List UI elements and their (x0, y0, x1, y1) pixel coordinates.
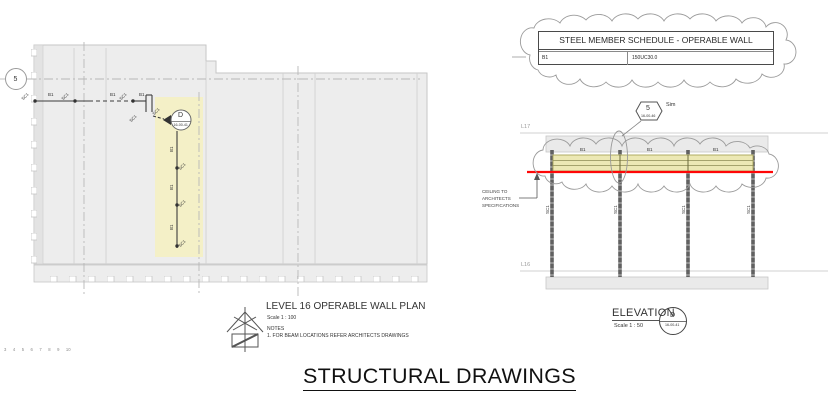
schedule-row: B1 150UC30.0 (539, 51, 773, 65)
steel-member-schedule-table: STEEL MEMBER SCHEDULE - OPERABLE WALL B1… (538, 31, 774, 65)
plan-scale: Scale 1 : 100 (267, 315, 297, 321)
beam-label: B1 (647, 147, 653, 152)
column-label: SC1 (746, 205, 751, 214)
section-hexagon (635, 101, 663, 121)
level-label-bottom: L16 (521, 262, 531, 268)
plan-beam-lines (35, 94, 178, 248)
plan-left-wall-notches (31, 49, 37, 275)
elevation-revision-cloud (532, 137, 779, 193)
beam-label: B1 (169, 224, 174, 230)
elevation-scale: Scale 1 : 50 (614, 323, 644, 329)
plan-grid-lines (0, 42, 420, 296)
ceiling-note-line: SPECIFICATIONS (482, 203, 520, 208)
schedule-member-section: 150UC30.0 (632, 55, 658, 61)
elevation-level-lines (520, 132, 828, 272)
beam-label: B1 (169, 184, 174, 190)
section-callout-sim: Sim (666, 102, 676, 108)
plan-callout-letter: D (178, 112, 184, 119)
schedule-column-divider (627, 52, 628, 65)
detail-boundary-loop (610, 130, 628, 184)
sheet-title: STRUCTURAL DRAWINGS (303, 364, 576, 391)
section-callout-number: 5 (646, 104, 650, 112)
column-label: SC1 (545, 205, 550, 214)
grid-number: 8 (48, 347, 51, 352)
grid-number: 3 (4, 347, 7, 352)
elevation-bottom-slab (545, 276, 769, 290)
grid-number: 10 (65, 347, 71, 352)
elevation-beam-band (552, 154, 754, 172)
plan-title: LEVEL 16 OPERABLE WALL PLAN (266, 301, 426, 312)
elevation-top-slab (545, 135, 769, 153)
north-house-symbol (226, 307, 264, 352)
plan-slab-outline (33, 44, 428, 265)
level-label-top: L17 (521, 124, 531, 130)
plan-elevation-callout (163, 109, 192, 131)
grid-number: 6 (30, 347, 33, 352)
beam-label: B1 (110, 92, 116, 97)
plan-notes-title: NOTES (267, 326, 285, 332)
ceiling-note-leader (519, 173, 540, 199)
beam-label: B1 (139, 92, 145, 97)
grid-number: 7 (39, 347, 42, 352)
elevation-title: ELEVATION (612, 307, 675, 319)
beam-label: B1 (169, 146, 174, 152)
elevation-view-letter: D (670, 312, 676, 319)
column-label: SC1 (681, 205, 686, 214)
elevation-columns (550, 150, 755, 277)
section-callout-sheet: 16-00-46 (641, 113, 656, 118)
grid-number: 5 (21, 347, 25, 352)
grid-bubble-circle (5, 68, 27, 90)
plan-wall-lines (73, 48, 418, 264)
schedule-member-mark: B1 (542, 55, 549, 61)
beam-label: B1 (713, 147, 719, 152)
column-label: SC1 (613, 205, 618, 214)
grid-number-strip: 3 4 5 6 7 8 9 10 (4, 347, 71, 352)
ceiling-note-line: CEILING TO (482, 189, 508, 194)
grid-bubble-label: 5 (13, 75, 18, 83)
plan-callout-sheet: 16-00-41 (173, 122, 188, 127)
ceiling-note-line: ARCHITECTS (482, 196, 511, 201)
schedule-title: STEEL MEMBER SCHEDULE - OPERABLE WALL (539, 32, 773, 50)
plan-bottom-notches (50, 276, 420, 282)
plan-beam-nodes (33, 99, 179, 248)
section-callout-leader (621, 120, 642, 137)
schedule-revision-cloud (519, 13, 797, 88)
beam-label: B1 (48, 92, 54, 97)
grid-number: 4 (12, 347, 16, 352)
elevation-title-mark (612, 307, 687, 335)
beam-label: B1 (580, 147, 586, 152)
plan-note-1: 1. FOR BEAM LOCATIONS REFER ARCHITECTS D… (267, 333, 409, 339)
grid-number: 9 (57, 347, 60, 352)
elevation-view-sheet: 16-00-41 (665, 323, 680, 327)
